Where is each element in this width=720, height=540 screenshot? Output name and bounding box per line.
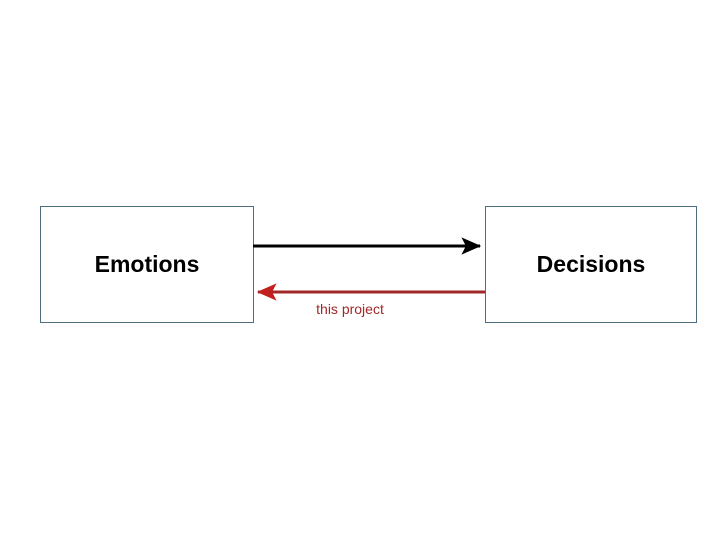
edge-label-this-project: this project: [316, 301, 384, 317]
node-decisions[interactable]: Decisions: [485, 206, 697, 323]
node-emotions-label: Emotions: [94, 251, 200, 277]
node-decisions-label: Decisions: [536, 251, 646, 277]
node-emotions[interactable]: Emotions: [40, 206, 254, 323]
